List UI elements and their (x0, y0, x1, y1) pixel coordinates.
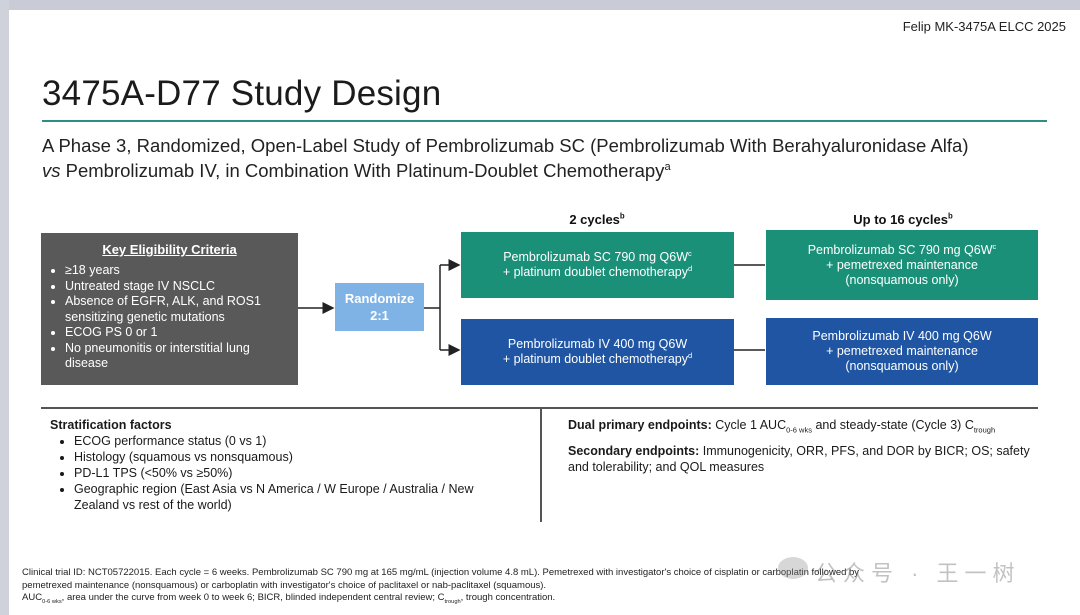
sc-induction-line1-text: Pembrolizumab SC 790 mg Q6W (503, 250, 689, 264)
footnote-line2: pemetrexed maintenance (nonsquamous) or … (22, 579, 547, 591)
sc-induction-line2-sup: d (688, 263, 693, 273)
iv-maint-line3: (nonsquamous only) (845, 359, 959, 373)
footnote-line3-b: , area under the curve from week 0 to we… (61, 592, 445, 603)
footnote-line3-a: AUC (22, 592, 43, 603)
randomize-ratio: 2:1 (370, 308, 389, 323)
endpoints-section: Dual primary endpoints: Cycle 1 AUC0-6 w… (568, 417, 1046, 475)
stratification-item: PD-L1 TPS (<50% vs ≥50%) (74, 465, 520, 481)
secondary-endpoints-label: Secondary endpoints: (568, 444, 700, 458)
randomize-label: Randomize (344, 291, 415, 306)
sc-maintenance-arm: Pembrolizumab SC 790 mg Q6Wc + pemetrexe… (766, 230, 1038, 300)
stratification-item: ECOG performance status (0 vs 1) (74, 433, 520, 449)
eligibility-heading: Key Eligibility Criteria (102, 242, 237, 257)
sc-induction-line1-sup: c (688, 248, 692, 258)
iv-induction-arm: Pembrolizumab IV 400 mg Q6W + platinum d… (461, 319, 734, 385)
left-border (0, 0, 9, 615)
stratification-item: Geographic region (East Asia vs N Americ… (74, 481, 520, 513)
primary-endpoints-sub-2: trough (973, 425, 996, 435)
subtitle-vs: vs (42, 160, 61, 181)
watermark-icon (778, 557, 808, 579)
column-divider (540, 409, 542, 522)
footnote-line3-sub: 0-6 wks (42, 598, 62, 605)
footnote-line3-c: , trough concentration. (460, 592, 556, 603)
sc-maint-line1: Pembrolizumab SC 790 mg Q6Wc (766, 241, 1038, 258)
section-divider (41, 407, 1038, 409)
iv-maint-line1: Pembrolizumab IV 400 mg Q6W (812, 329, 992, 343)
secondary-endpoints-text: Immunogenicity, ORR, PFS, and DOR by BIC… (568, 444, 1030, 474)
iv-induction-line1: Pembrolizumab IV 400 mg Q6W (507, 337, 688, 351)
primary-endpoints-text-2: and steady-state (Cycle 3) C (811, 418, 974, 432)
column-header-2-cycles-sup: b (619, 211, 625, 221)
page-title: 3475A-D77 Study Design (42, 74, 442, 113)
column-header-2-cycles: 2 cyclesb (540, 212, 654, 227)
primary-endpoints-text-1: Cycle 1 AUC (711, 418, 787, 432)
footnotes: Clinical trial ID: NCT05722015. Each cyc… (22, 567, 1062, 605)
randomize-box: Randomize 2:1 (335, 283, 424, 331)
stratification-heading: Stratification factors (50, 418, 172, 432)
iv-induction-line2-text: + platinum doublet chemotherapy (502, 352, 688, 366)
sc-maint-line1-text: Pembrolizumab SC 790 mg Q6W (807, 242, 993, 257)
eligibility-item: Absence of EGFR, ALK, and ROS1 sensitizi… (65, 294, 288, 325)
iv-maint-line2: + pemetrexed maintenance (826, 344, 978, 358)
column-header-16-cycles-label: Up to 16 cycles (853, 212, 948, 227)
citation: Felip MK-3475A ELCC 2025 (902, 19, 1066, 34)
iv-maintenance-arm: Pembrolizumab IV 400 mg Q6W + pemetrexed… (766, 318, 1038, 385)
sc-maint-line1-sup: c (992, 241, 997, 251)
stratification-item: Histology (squamous vs nonsquamous) (74, 449, 520, 465)
footnote-line3: AUC0-6 wks, area under the curve from we… (22, 592, 1062, 605)
primary-endpoints-label: Dual primary endpoints: (568, 418, 712, 432)
stratification-section: Stratification factors ECOG performance … (50, 417, 520, 513)
title-underline (42, 120, 1047, 122)
eligibility-list: ≥18 years Untreated stage IV NSCLC Absen… (51, 263, 288, 372)
column-header-16-cycles-sup: b (947, 211, 953, 221)
primary-endpoints: Dual primary endpoints: Cycle 1 AUC0-6 w… (568, 417, 1046, 435)
sc-induction-line2-text: + platinum doublet chemotherapy (502, 265, 688, 279)
column-header-2-cycles-label: 2 cycles (569, 212, 620, 227)
sc-induction-line1: Pembrolizumab SC 790 mg Q6Wc (461, 250, 734, 265)
primary-endpoints-sub-1: 0-6 wks (786, 425, 812, 435)
subtitle-line1: A Phase 3, Randomized, Open-Label Study … (42, 135, 969, 156)
column-header-16-cycles: Up to 16 cyclesb (808, 212, 998, 227)
secondary-endpoints: Secondary endpoints: Immunogenicity, ORR… (568, 443, 1046, 475)
iv-induction-line2: + platinum doublet chemotherapyd (461, 352, 734, 367)
iv-induction-line2-sup: d (688, 350, 693, 360)
sc-induction-arm: Pembrolizumab SC 790 mg Q6Wc + platinum … (461, 232, 734, 298)
stratification-list: ECOG performance status (0 vs 1) Histolo… (50, 433, 520, 513)
eligibility-box: Key Eligibility Criteria ≥18 years Untre… (41, 233, 298, 385)
eligibility-item: Untreated stage IV NSCLC (65, 279, 288, 295)
sc-maint-line3: (nonsquamous only) (845, 272, 959, 287)
watermark: 公众号 · 王一树 (815, 561, 1021, 586)
page-subtitle: A Phase 3, Randomized, Open-Label Study … (42, 133, 1052, 183)
eligibility-item: No pneumonitis or interstitial lung dise… (65, 341, 288, 372)
subtitle-footnote-mark: a (664, 160, 671, 173)
eligibility-item: ≥18 years (65, 263, 288, 279)
footnote-line1: Clinical trial ID: NCT05722015. Each cyc… (22, 567, 860, 578)
sc-maint-line2: + pemetrexed maintenance (826, 257, 978, 272)
sc-induction-line2: + platinum doublet chemotherapyd (461, 265, 734, 280)
footnote-line3-sub2: trough (444, 598, 461, 605)
eligibility-item: ECOG PS 0 or 1 (65, 325, 288, 341)
subtitle-line2: Pembrolizumab IV, in Combination With Pl… (60, 160, 665, 181)
top-border (0, 0, 1080, 10)
